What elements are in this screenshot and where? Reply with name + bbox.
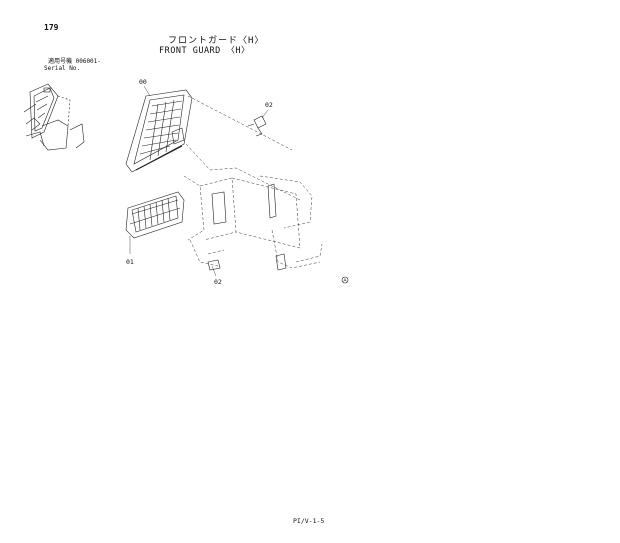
serial-label-english: Serial No.	[44, 65, 81, 72]
cab-frame-outline	[183, 95, 323, 269]
leader-lines	[129, 85, 269, 277]
page-number: 179	[44, 23, 59, 32]
reference-mark	[341, 276, 349, 284]
front-guard-screen-large	[125, 89, 193, 173]
title-english: FRONT GUARD 〈H〉	[159, 46, 251, 56]
cab-frame-details	[207, 183, 287, 271]
callout-label: 01	[126, 258, 134, 266]
serial-label-japanese: 適用号機 006001-	[48, 58, 101, 65]
title-japanese: フロントガード〈H〉	[168, 36, 265, 46]
bolt-bracket	[247, 115, 267, 137]
front-guard-screen-small	[125, 191, 185, 239]
callout-label: 02	[214, 278, 222, 286]
footer-code: PI/V-1-5	[293, 517, 325, 525]
callout-label: 02	[265, 101, 273, 109]
machine-reference-sketch	[23, 83, 85, 151]
callout-label: 00	[139, 78, 147, 86]
